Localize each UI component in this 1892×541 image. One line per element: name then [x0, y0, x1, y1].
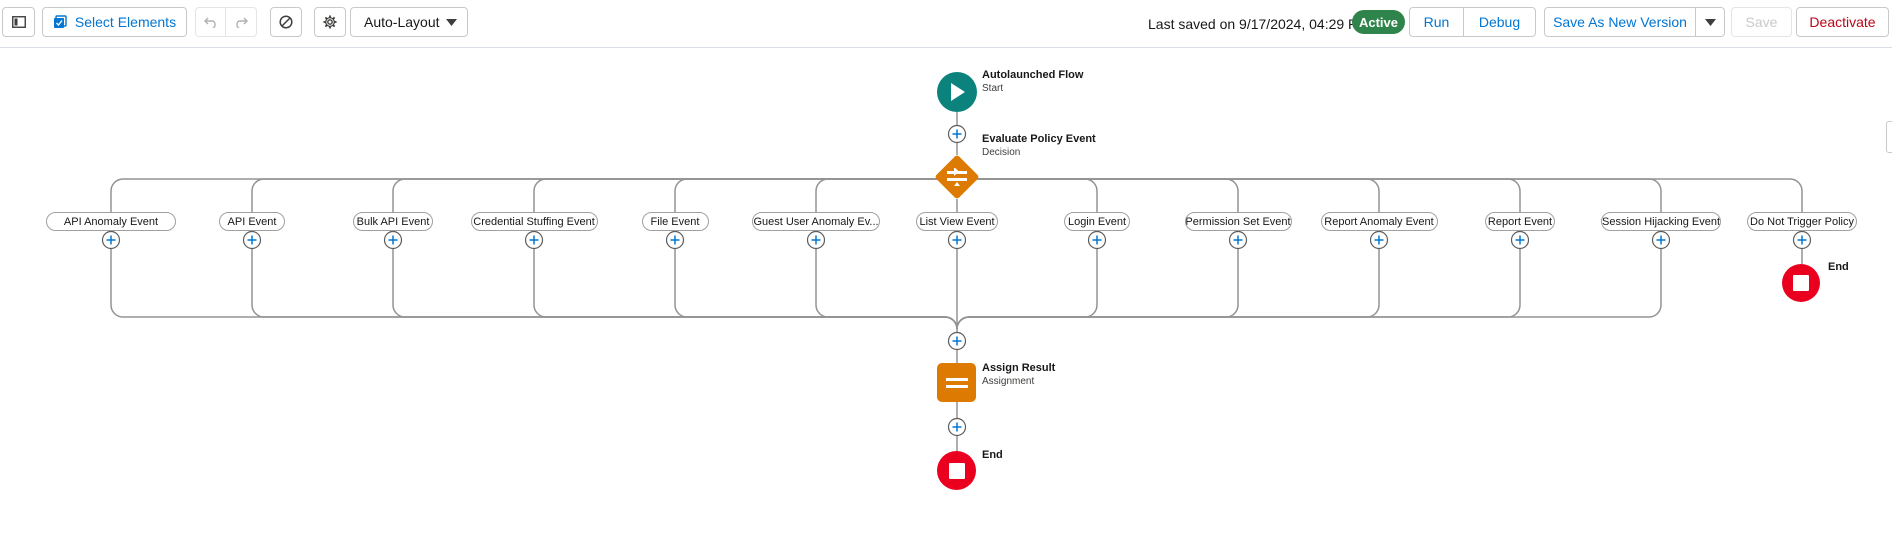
add-element-in-branch-button[interactable] — [101, 230, 121, 250]
decision-node-subtitle: Decision — [982, 147, 1021, 158]
last-saved-text: Last saved on 9/17/2024, 04:29 PM — [1148, 16, 1370, 32]
redo-icon — [234, 16, 248, 28]
stop-icon — [1793, 275, 1809, 291]
deactivate-button[interactable]: Deactivate — [1796, 7, 1889, 37]
decision-outcome-label[interactable]: Login Event — [1064, 212, 1130, 231]
start-node[interactable] — [937, 72, 977, 112]
start-node-title: Autolaunched Flow — [982, 69, 1084, 81]
add-element-after-start-button[interactable] — [947, 124, 967, 144]
decision-outcome-label[interactable]: Report Anomaly Event — [1320, 212, 1438, 231]
decision-outcome-label[interactable]: Bulk API Event — [353, 212, 433, 231]
gear-icon — [323, 15, 337, 29]
decision-outcome-label[interactable]: Report Event — [1485, 212, 1555, 231]
toggle-panel-button[interactable] — [2, 7, 35, 37]
start-node-subtitle: Start — [982, 83, 1004, 94]
add-element-in-branch-button[interactable] — [383, 230, 403, 250]
add-element-in-branch-button[interactable] — [242, 230, 262, 250]
decision-outcome-label[interactable]: API Event — [219, 212, 285, 231]
save-label: Save — [1745, 14, 1778, 30]
add-element-in-branch-button[interactable] — [665, 230, 685, 250]
select-elements-button[interactable]: Select Elements — [42, 7, 187, 37]
status-badge: Active — [1352, 10, 1405, 34]
decision-outcome-label[interactable]: List View Event — [916, 212, 998, 231]
flow-connectors — [101, 112, 1812, 451]
decision-outcome-label[interactable]: Session Hijacking Event — [1601, 212, 1721, 231]
add-element-in-branch-button[interactable] — [947, 230, 967, 250]
select-elements-label: Select Elements — [74, 14, 177, 30]
panel-toggle-icon — [11, 16, 26, 28]
debug-label: Debug — [1478, 14, 1521, 30]
chevron-down-icon — [1704, 18, 1716, 26]
decision-outcome-label[interactable]: Credential Stuffing Event — [470, 212, 598, 231]
decision-node[interactable] — [934, 154, 980, 200]
add-element-in-branch-button[interactable] — [524, 230, 544, 250]
decision-icon — [947, 168, 967, 186]
flow-builder-toolbar: Select Elements Auto-Layout Last saved o… — [0, 0, 1892, 48]
add-element-in-branch-button[interactable] — [1369, 230, 1389, 250]
canvas-settings-button[interactable] — [314, 7, 346, 37]
decision-outcome-label[interactable]: Permission Set Event — [1184, 212, 1292, 231]
add-element-in-branch-button[interactable] — [1792, 230, 1812, 250]
deactivate-label: Deactivate — [1809, 14, 1876, 30]
branch-end-node[interactable] — [1782, 264, 1820, 302]
fault-path-button[interactable] — [270, 7, 302, 37]
layout-mode-value: Auto-Layout — [364, 14, 440, 30]
select-elements-icon — [53, 15, 67, 29]
end-node[interactable] — [937, 451, 976, 490]
add-element-after-assignment-button[interactable] — [947, 417, 967, 437]
prohibited-icon — [279, 15, 293, 29]
add-element-in-branch-button[interactable] — [1087, 230, 1107, 250]
end-node-title: End — [982, 449, 1003, 461]
add-element-in-branch-button[interactable] — [1228, 230, 1248, 250]
decision-outcome-label[interactable]: Do Not Trigger Policy — [1747, 212, 1857, 231]
debug-button[interactable]: Debug — [1463, 7, 1536, 37]
layout-mode-select[interactable]: Auto-Layout — [350, 7, 468, 37]
assignment-node-subtitle: Assignment — [982, 376, 1035, 387]
play-icon — [949, 83, 965, 101]
decision-outcome-label[interactable]: File Event — [641, 212, 709, 231]
add-element-in-branch-button[interactable] — [1510, 230, 1530, 250]
flow-canvas: Autolaunched Flow Start Evaluate Policy … — [0, 49, 1892, 541]
undo-button[interactable] — [195, 7, 226, 37]
save-as-new-version-button[interactable]: Save As New Version — [1544, 7, 1696, 37]
decision-outcome-label[interactable]: Guest User Anomaly Ev... — [752, 212, 880, 231]
add-element-in-branch-button[interactable] — [1651, 230, 1671, 250]
assignment-icon — [945, 376, 968, 390]
decision-node-title: Evaluate Policy Event — [982, 133, 1096, 145]
save-as-new-version-label: Save As New Version — [1553, 14, 1687, 30]
decision-outcome-label[interactable]: API Anomaly Event — [46, 212, 176, 231]
run-button[interactable]: Run — [1409, 7, 1464, 37]
add-element-in-branch-button[interactable] — [806, 230, 826, 250]
assignment-node[interactable] — [937, 363, 976, 402]
add-element-after-merge-button[interactable] — [947, 331, 967, 351]
branch-end-title: End — [1828, 261, 1849, 273]
undo-icon — [203, 16, 218, 28]
chevron-down-icon — [446, 19, 457, 26]
run-label: Run — [1423, 14, 1450, 30]
stop-icon — [948, 462, 965, 479]
assignment-node-title: Assign Result — [982, 362, 1056, 374]
redo-button[interactable] — [225, 7, 257, 37]
save-options-menu-button[interactable] — [1695, 7, 1725, 37]
side-panel-handle[interactable] — [1886, 121, 1892, 153]
save-button[interactable]: Save — [1731, 7, 1792, 37]
